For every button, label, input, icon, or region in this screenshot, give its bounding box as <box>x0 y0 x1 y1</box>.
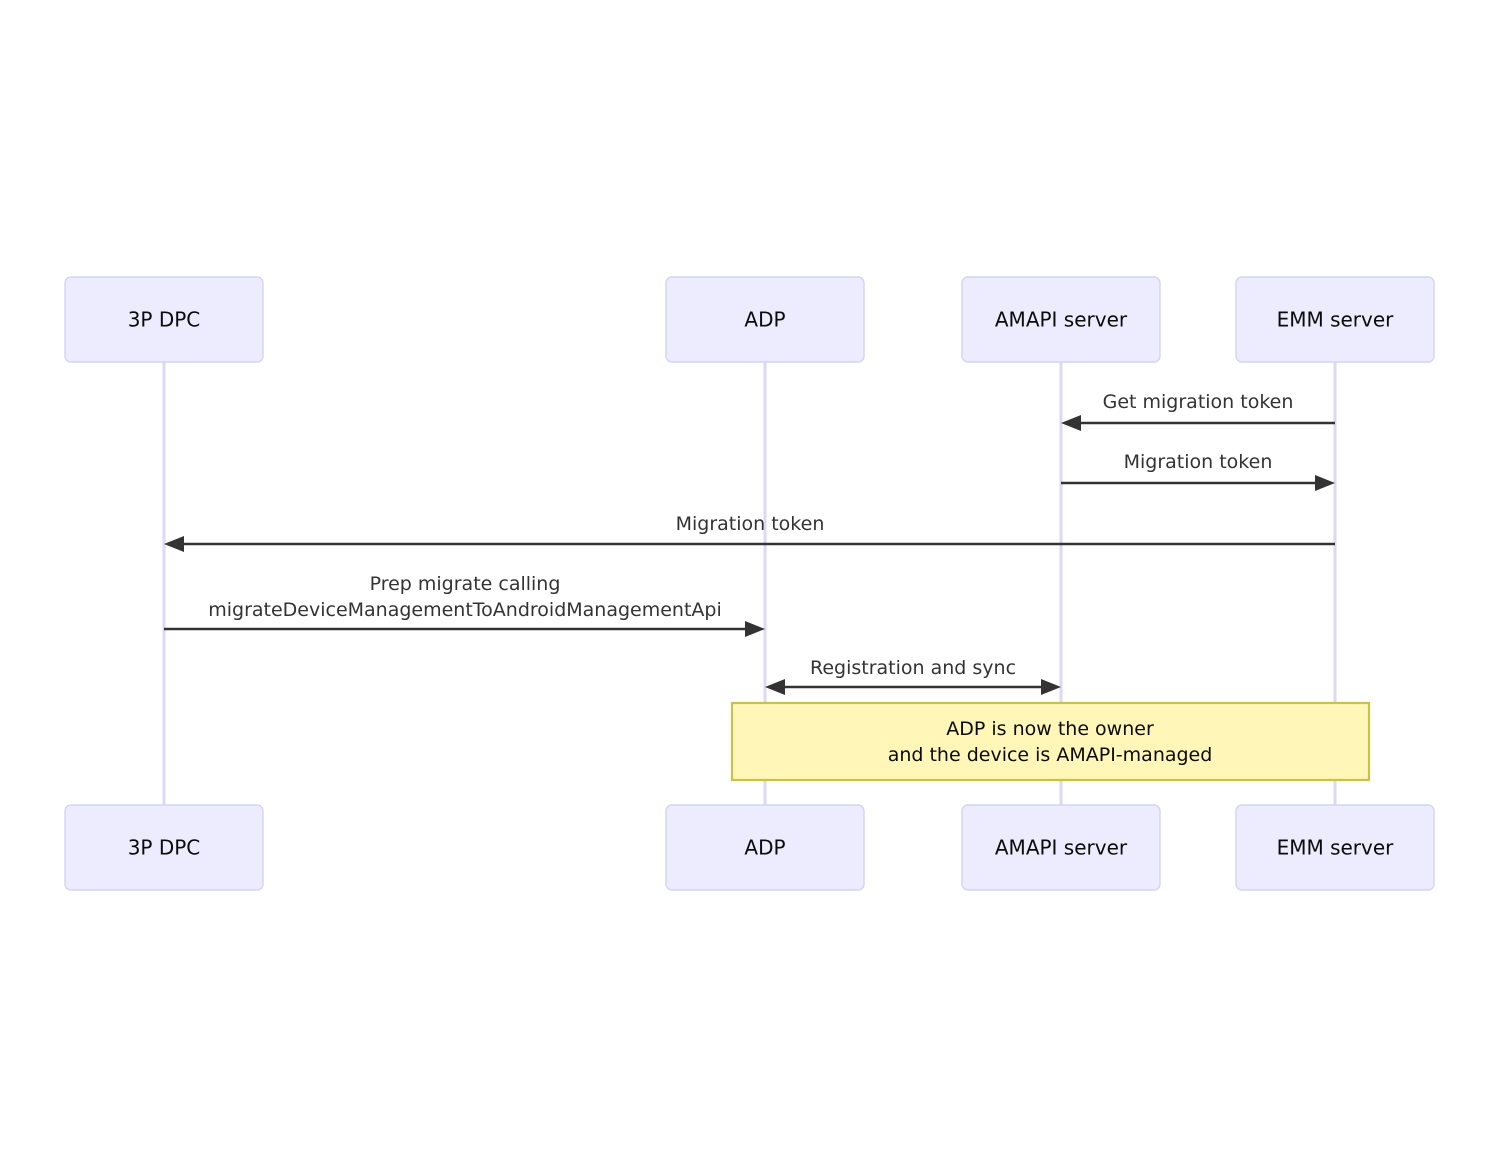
note-text-line1: ADP is now the owner <box>946 718 1154 740</box>
participant-label: AMAPI server <box>995 836 1128 860</box>
message-label: Migration token <box>676 513 825 535</box>
participant-box <box>1235 276 1435 363</box>
participant-bottom-emm-server[interactable]: EMM server <box>1235 804 1435 891</box>
message-migration-token-to-emm[interactable]: Migration token <box>1061 451 1335 491</box>
note-box <box>730 701 1371 782</box>
message-migration-token-to-dpc[interactable]: Migration token <box>164 513 1335 552</box>
participant-label: ADP <box>744 308 785 332</box>
participant-box <box>665 804 865 891</box>
participants-bottom-group: 3P DPC ADP AMAPI server EMM server <box>64 804 1435 891</box>
participant-label: 3P DPC <box>128 836 201 860</box>
note-text-line2: and the device is AMAPI-managed <box>888 744 1213 766</box>
arrow-head-right-icon <box>1041 679 1061 695</box>
arrow-head-left-icon <box>1061 415 1081 431</box>
message-label: Migration token <box>1124 451 1273 473</box>
participant-label: EMM server <box>1277 308 1395 332</box>
arrow-head-right-icon <box>1315 475 1335 491</box>
participant-top-amapi-server[interactable]: AMAPI server <box>961 276 1161 363</box>
participant-box <box>961 276 1161 363</box>
note-adp-owner: ADP is now the owner and the device is A… <box>730 701 1371 782</box>
message-label: Get migration token <box>1103 391 1294 413</box>
participant-bottom-amapi-server[interactable]: AMAPI server <box>961 804 1161 891</box>
participant-label: EMM server <box>1277 836 1395 860</box>
participant-bottom-adp[interactable]: ADP <box>665 804 865 891</box>
message-prep-migrate[interactable]: Prep migrate calling migrateDeviceManage… <box>164 573 765 637</box>
participant-label: 3P DPC <box>128 308 201 332</box>
participant-box <box>1235 804 1435 891</box>
participant-bottom-3p-dpc[interactable]: 3P DPC <box>64 804 264 891</box>
participant-top-emm-server[interactable]: EMM server <box>1235 276 1435 363</box>
participant-box <box>961 804 1161 891</box>
message-label-line2: migrateDeviceManagementToAndroidManageme… <box>208 599 722 621</box>
message-label-line1: Prep migrate calling <box>370 573 561 595</box>
participant-top-adp[interactable]: ADP <box>665 276 865 363</box>
participant-box <box>64 804 264 891</box>
arrow-head-right-icon <box>745 621 765 637</box>
participant-box <box>665 276 865 363</box>
arrow-head-left-icon <box>164 536 184 552</box>
message-registration-and-sync[interactable]: Registration and sync <box>765 657 1061 695</box>
message-get-migration-token[interactable]: Get migration token <box>1061 391 1335 431</box>
participant-top-3p-dpc[interactable]: 3P DPC <box>64 276 264 363</box>
participant-box <box>64 276 264 363</box>
message-label: Registration and sync <box>810 657 1016 679</box>
participants-top-group: 3P DPC ADP AMAPI server EMM server <box>64 276 1435 363</box>
participant-label: AMAPI server <box>995 308 1128 332</box>
participant-label: ADP <box>744 836 785 860</box>
arrow-head-left-icon <box>765 679 785 695</box>
